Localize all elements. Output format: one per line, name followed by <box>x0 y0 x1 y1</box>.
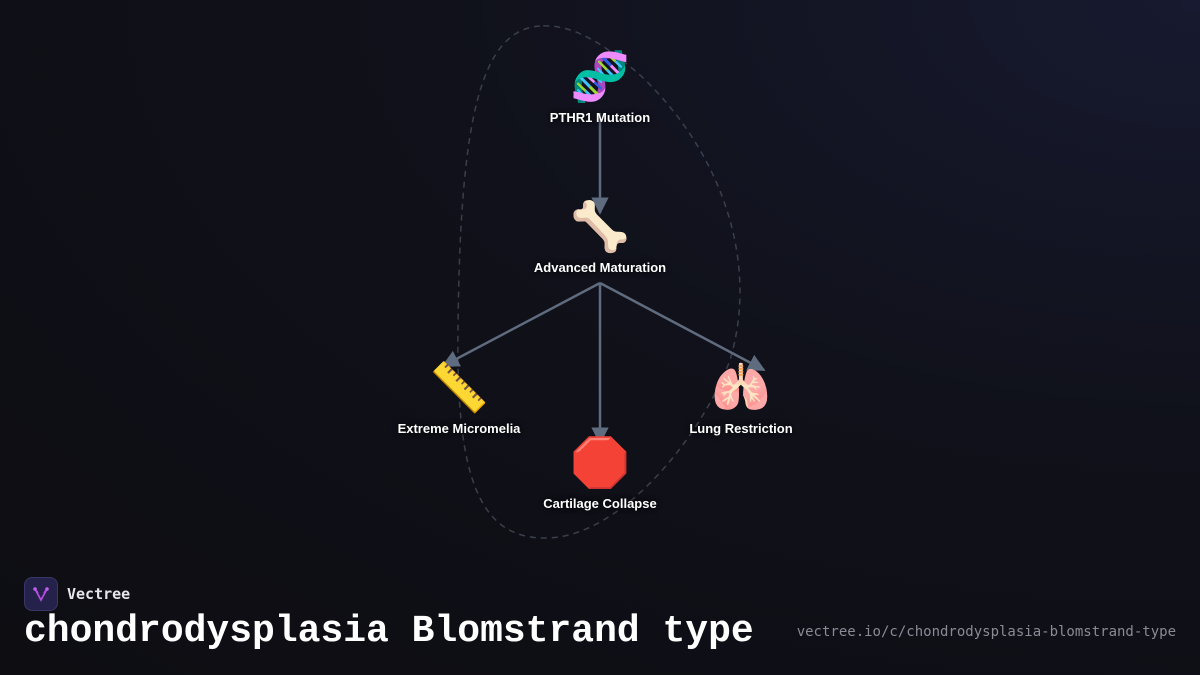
vectree-logo-icon <box>24 577 58 611</box>
edge-maturation-micromelia <box>441 281 601 368</box>
node-label: Advanced Maturation <box>533 260 667 275</box>
stop-sign-icon: 🛑 <box>570 437 630 490</box>
node-label: Extreme Micromelia <box>397 421 521 436</box>
node-label: PTHR1 Mutation <box>549 110 651 125</box>
node-pthr1-mutation[interactable]: 🧬 PTHR1 Mutation <box>500 50 700 125</box>
node-extreme-micromelia[interactable]: 📏 Extreme Micromelia <box>359 361 559 436</box>
dna-icon: 🧬 <box>570 51 630 104</box>
node-label: Lung Restriction <box>689 421 793 436</box>
page-title: chondrodysplasia Blomstrand type <box>24 610 754 653</box>
brand-name: Vectree <box>67 585 131 603</box>
node-label: Cartilage Collapse <box>543 496 657 511</box>
node-advanced-maturation[interactable]: 🦴 Advanced Maturation <box>500 200 700 275</box>
node-cartilage-collapse[interactable]: 🛑 Cartilage Collapse <box>500 436 700 511</box>
ruler-icon: 📏 <box>429 362 489 415</box>
node-lung-restriction[interactable]: 🫁 Lung Restriction <box>641 361 841 436</box>
brand: Vectree <box>24 577 130 611</box>
bone-icon: 🦴 <box>570 201 630 254</box>
lungs-icon: 🫁 <box>711 362 771 415</box>
group-outline <box>457 25 741 539</box>
edge-maturation-lung <box>599 281 766 372</box>
page-url[interactable]: vectree.io/c/chondrodysplasia-blomstrand… <box>796 624 1176 640</box>
